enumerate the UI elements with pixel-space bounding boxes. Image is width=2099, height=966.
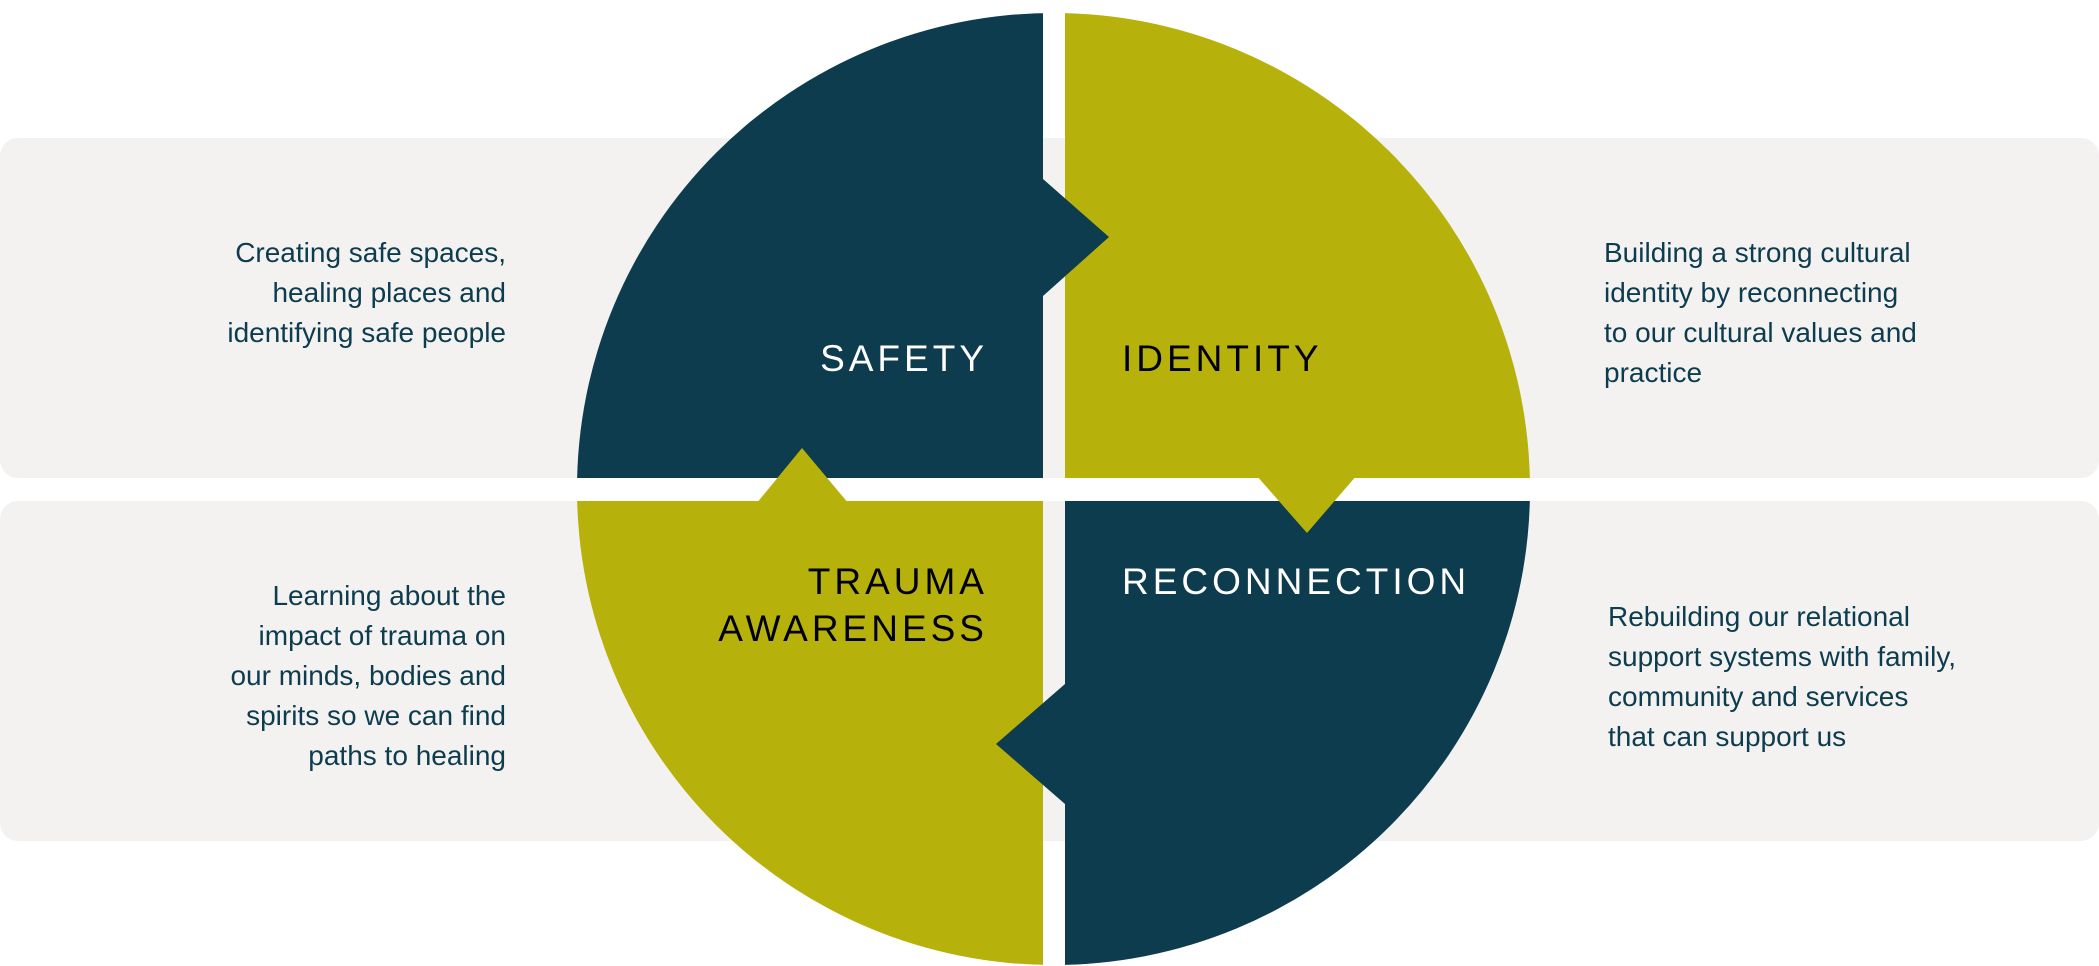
safety-description: Creating safe spaces, healing places and… xyxy=(227,233,506,353)
safety-label: SAFETY xyxy=(820,335,988,382)
description-line: to our cultural values and xyxy=(1604,317,1917,348)
reconnection-arrow xyxy=(996,681,1068,807)
identity-arrow xyxy=(1256,475,1357,533)
label-line: RECONNECTION xyxy=(1122,561,1471,602)
label-line: SAFETY xyxy=(820,338,988,379)
label-line: IDENTITY xyxy=(1122,338,1323,379)
description-line: Learning about the xyxy=(272,580,506,611)
safety-arrow xyxy=(1040,176,1109,299)
description-line: Rebuilding our relational xyxy=(1608,601,1910,632)
trauma-awareness-description: Learning about the impact of trauma on o… xyxy=(230,576,506,776)
identity-description: Building a strong cultural identity by r… xyxy=(1604,233,1917,393)
description-line: impact of trauma on xyxy=(258,620,506,651)
description-line: identifying safe people xyxy=(227,317,506,348)
description-line: that can support us xyxy=(1608,721,1847,752)
trauma-awareness-label: TRAUMA AWARENESS xyxy=(718,558,988,652)
label-line: TRAUMA xyxy=(807,561,988,602)
description-line: paths to healing xyxy=(308,740,506,771)
trauma-awareness-arrow xyxy=(756,448,849,504)
safety-quadrant xyxy=(577,13,1043,478)
reconnection-description: Rebuilding our relational support system… xyxy=(1608,597,1956,757)
label-line: AWARENESS xyxy=(718,608,988,649)
description-line: support systems with family, xyxy=(1608,641,1957,672)
description-line: Creating safe spaces, xyxy=(235,237,506,268)
description-line: community and services xyxy=(1608,681,1909,712)
description-line: spirits so we can find xyxy=(246,700,506,731)
description-line: Building a strong cultural xyxy=(1604,237,1911,268)
description-line: practice xyxy=(1604,357,1703,388)
description-line: identity by reconnecting xyxy=(1604,277,1899,308)
reconnection-label: RECONNECTION xyxy=(1122,558,1470,605)
identity-label: IDENTITY xyxy=(1122,335,1323,382)
description-line: our minds, bodies and xyxy=(230,660,506,691)
description-line: healing places and xyxy=(272,277,506,308)
identity-quadrant xyxy=(1065,13,1530,478)
